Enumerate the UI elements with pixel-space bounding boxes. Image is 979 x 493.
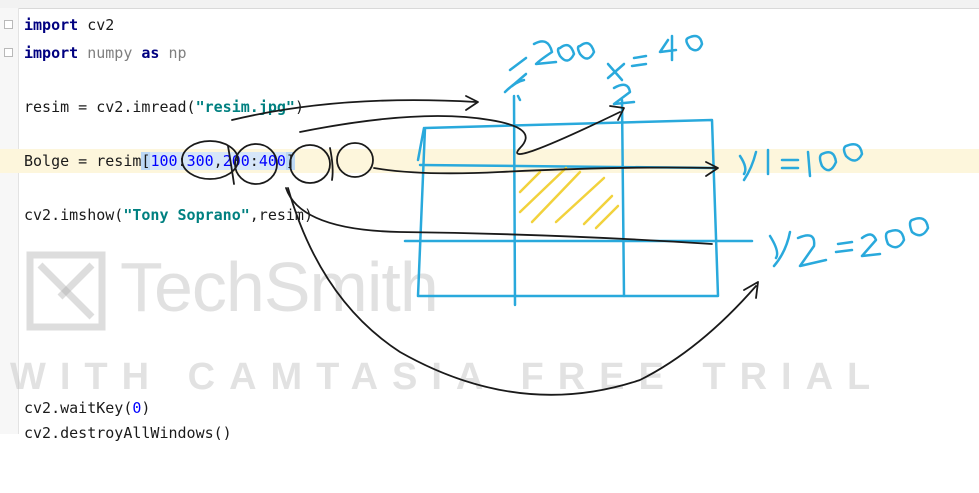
code-text: Bolge = resim: [24, 152, 142, 170]
circled-values: [181, 140, 374, 185]
number-literal: 400: [258, 152, 286, 170]
code-line-2[interactable]: import numpy as np: [0, 41, 979, 65]
fold-marker[interactable]: [4, 48, 13, 57]
code-text: cv2.waitKey(: [24, 399, 133, 417]
handwritten-annotations: [181, 34, 930, 396]
number-literal: 0: [132, 399, 142, 417]
slice-colon: :: [249, 152, 259, 170]
slice-comma: ,: [213, 152, 223, 170]
keyword: import: [24, 16, 79, 34]
code-line-1[interactable]: import cv2: [0, 13, 979, 37]
roi-hatch: [518, 166, 620, 230]
code-text: resim = cv2.imread(: [24, 98, 196, 116]
image-rectangle-sketch: [416, 118, 720, 298]
bracket-open: [: [141, 152, 151, 170]
fold-marker[interactable]: [4, 20, 13, 29]
x2-grid-line: [620, 98, 626, 298]
keyword: as: [141, 44, 160, 62]
code-text: cv2: [78, 16, 115, 34]
number-literal: 300: [186, 152, 214, 170]
code-line-8[interactable]: cv2.imshow("Tony Soprano",resim): [0, 203, 979, 227]
annotation-arrows: [231, 95, 759, 396]
code-text: ,resim): [249, 206, 313, 224]
code-text: cv2.imshow(: [24, 206, 124, 224]
alias-name: np: [159, 44, 187, 62]
code-line-17[interactable]: cv2.waitKey(0): [0, 396, 979, 420]
string-literal: "Tony Soprano": [123, 206, 250, 224]
editor-top-bar: [0, 0, 979, 9]
number-literal: 100: [150, 152, 178, 170]
code-text: ): [141, 399, 151, 417]
code-editor[interactable]: import cv2 import numpy as np resim = cv…: [0, 0, 979, 442]
x1-grid-line: [512, 94, 517, 307]
module-name: numpy: [78, 44, 142, 62]
line-gutter: [0, 8, 19, 434]
keyword: import: [24, 44, 79, 62]
